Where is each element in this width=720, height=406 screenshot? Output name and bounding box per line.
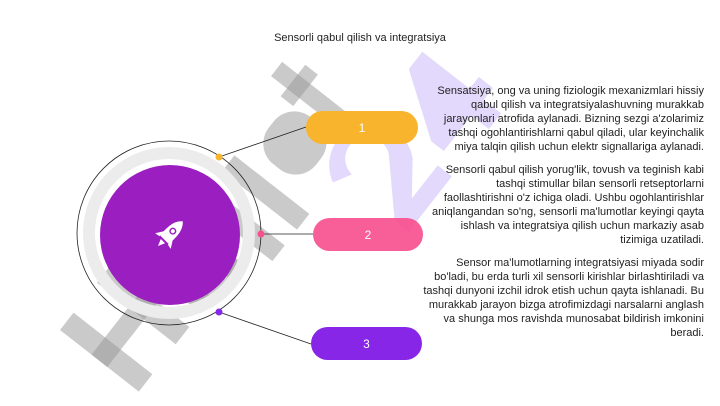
paragraph-column: Sensatsiya, ong va uning fiziologik mexa… — [414, 84, 704, 349]
paragraph-1: Sensatsiya, ong va uning fiziologik mexa… — [437, 85, 704, 153]
step-2-pill: 2 — [313, 218, 423, 251]
slide-title: Sensorli qabul qilish va integratsiya — [274, 32, 446, 44]
paragraph-3: Sensor ma'lumotlarning integratsiyasi mi… — [423, 257, 704, 339]
watermark-lilac — [329, 51, 502, 232]
connector-1 — [218, 126, 307, 158]
step-1-pill: 1 — [306, 111, 418, 144]
dot-3 — [215, 308, 223, 316]
connector-3 — [218, 311, 312, 345]
dot-1 — [215, 153, 223, 161]
inner-ring — [83, 147, 255, 319]
paragraph-2: Sensorli qabul qilish yorug'lik, tovush … — [431, 164, 704, 246]
dot-2 — [257, 230, 265, 238]
step-3-pill: 3 — [311, 327, 422, 360]
rocket-icon — [155, 221, 183, 249]
